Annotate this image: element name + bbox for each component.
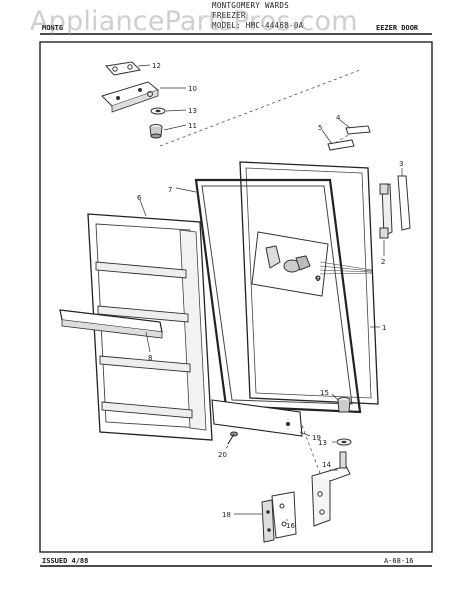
callout-11: 11 xyxy=(188,122,197,130)
callout-leaders xyxy=(137,64,403,521)
callout-10: 10 xyxy=(188,85,197,93)
handle-cover-3 xyxy=(397,175,411,231)
callout-3: 3 xyxy=(399,160,403,168)
bottom-hinge-14 xyxy=(311,451,351,527)
callout-5: 5 xyxy=(318,124,322,132)
callout-16: 16 xyxy=(286,522,295,530)
callout-9: 9 xyxy=(316,275,320,283)
callout-7: 7 xyxy=(168,186,172,194)
lock-assembly-9 xyxy=(251,231,373,297)
hinge-shim-18 xyxy=(261,499,275,543)
washer-13-top xyxy=(150,107,166,115)
diagram-frame xyxy=(39,41,433,553)
callout-12: 12 xyxy=(152,62,161,70)
callout-19: 19 xyxy=(312,434,321,442)
door-shelf-bar-8 xyxy=(59,309,163,339)
callout-15: 15 xyxy=(320,389,329,397)
top-hinge-plate-12 xyxy=(105,61,142,76)
washer-13-bottom xyxy=(336,438,352,446)
callout-13-top: 13 xyxy=(188,107,197,115)
footer-issued: ISSUED 4/88 xyxy=(42,557,89,565)
header-brand: MONTGOMERY WARDS xyxy=(212,1,290,10)
callout-labels: 1 2 3 4 5 6 7 8 9 10 11 12 13 13 14 15 1… xyxy=(137,62,403,530)
bushing-11 xyxy=(149,124,163,139)
screw-20 xyxy=(227,431,238,445)
header-model: MODEL: HMC-44468-0A xyxy=(212,21,304,30)
callout-18: 18 xyxy=(222,511,231,519)
callout-1: 1 xyxy=(382,324,386,332)
door-handle-2 xyxy=(379,183,393,239)
callout-14: 14 xyxy=(322,461,331,469)
header-right-label: EEZER DOOR xyxy=(376,24,419,32)
callout-8: 8 xyxy=(148,354,152,362)
header-product: FREEZER xyxy=(212,11,246,20)
callout-20: 20 xyxy=(218,451,227,459)
bottom-trim-19 xyxy=(211,399,303,437)
door-gasket-7 xyxy=(194,178,362,414)
callout-13-bottom: 13 xyxy=(318,439,327,447)
callout-6: 6 xyxy=(137,194,142,202)
footer-code: A-68-16 xyxy=(384,557,414,565)
top-hinge-10 xyxy=(101,81,160,113)
callout-4: 4 xyxy=(336,114,341,122)
callout-2: 2 xyxy=(381,258,385,266)
bushing-15 xyxy=(337,397,351,413)
trim-piece-4 xyxy=(345,125,371,135)
header-left-label: MONTG xyxy=(42,24,64,32)
hinge-bracket-16 xyxy=(271,491,297,539)
trim-piece-5 xyxy=(327,139,355,151)
